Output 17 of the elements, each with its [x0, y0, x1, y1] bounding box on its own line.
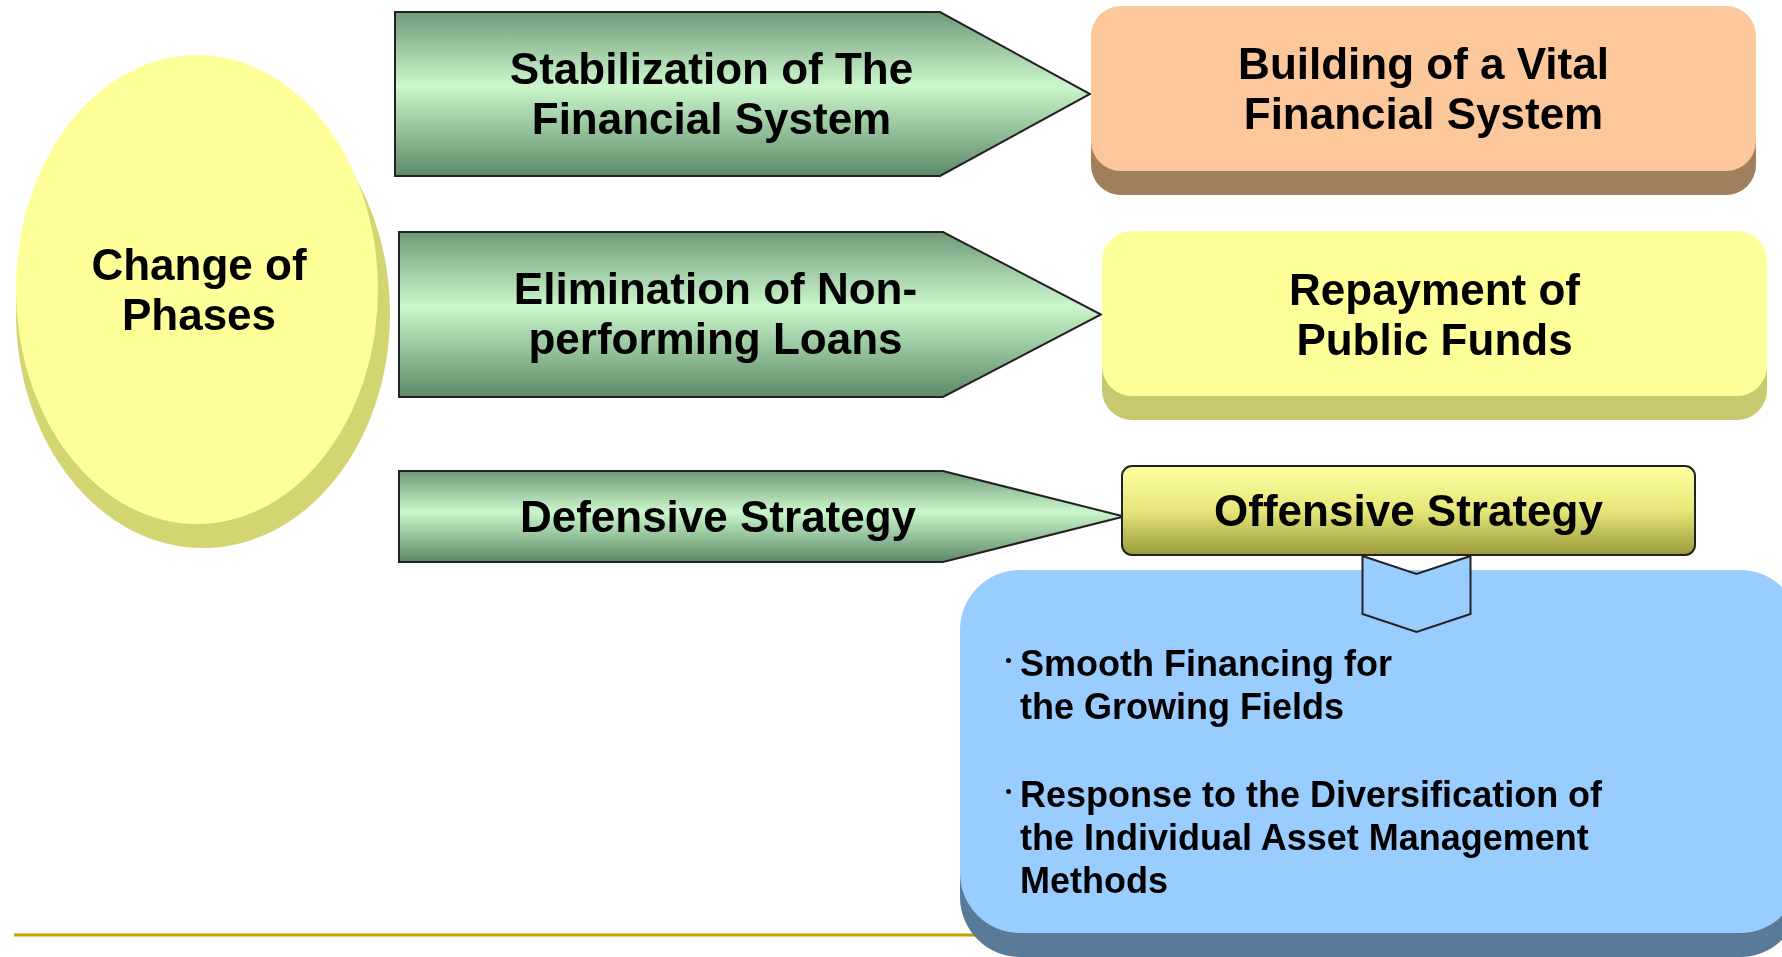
- rounded-box: [1091, 6, 1756, 195]
- node-label: Building of a Vital Financial System: [1237, 38, 1610, 140]
- rounded-box: [1102, 231, 1767, 420]
- pentagon-arrow-box: [398, 231, 1102, 398]
- ellipse-node: [14, 55, 392, 548]
- node-label: Change of Phases: [90, 239, 308, 341]
- node-label: Elimination of Non-performing Loans: [512, 263, 919, 365]
- node-label: Offensive Strategy: [1213, 485, 1604, 537]
- bullet-text: Smooth Financing for the Growing Fields: [1020, 642, 1393, 729]
- node-label: Defensive Strategy: [518, 491, 918, 543]
- pentagon-arrow-box: [394, 11, 1091, 177]
- rounded-box: [1121, 465, 1696, 556]
- rounded-box: [960, 570, 1782, 957]
- chevron-arrow: [1361, 554, 1472, 634]
- node-label: Repayment of Public Funds: [1288, 264, 1581, 366]
- bullet-text: Response to the Diversification of the Individual Asset Management Methods: [1020, 773, 1604, 903]
- node-label: Stabilization of The Financial System: [508, 43, 915, 145]
